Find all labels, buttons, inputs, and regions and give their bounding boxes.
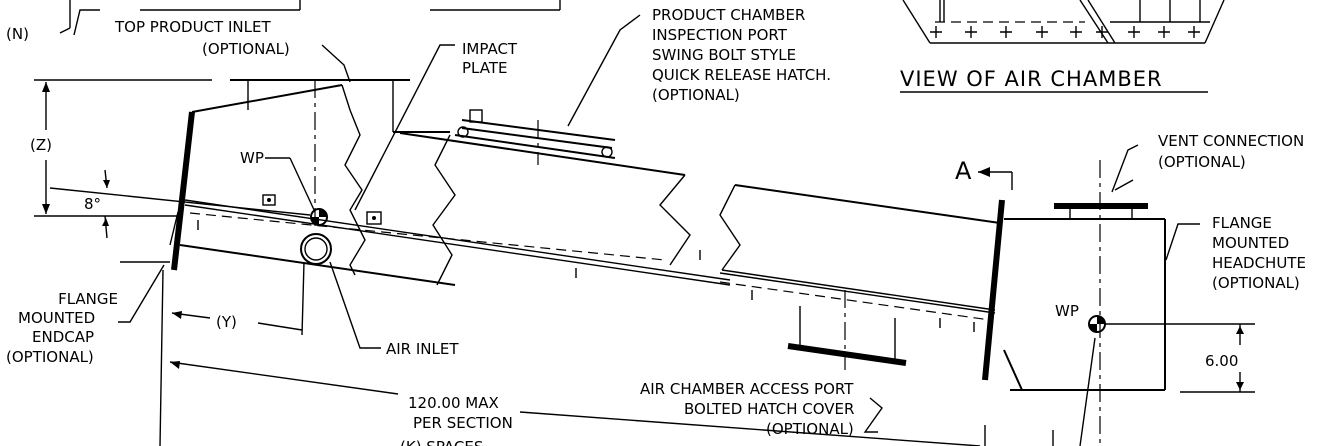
vent-label-2: (OPTIONAL): [1158, 153, 1246, 171]
inspection-port-label-5: (OPTIONAL): [652, 86, 740, 104]
vent-label-1: VENT CONNECTION: [1158, 132, 1304, 150]
top-inlet: [230, 79, 410, 230]
inspection-port-label-1: PRODUCT CHAMBER: [652, 6, 805, 24]
wp-left: WP: [240, 149, 332, 265]
endcap-label-1: FLANGE: [58, 290, 118, 308]
six-label: 6.00: [1205, 352, 1238, 370]
inspection-port-label-4: QUICK RELEASE HATCH.: [652, 66, 831, 84]
top-partial-frame: [59, 0, 561, 34]
wp-right-label: WP: [1055, 302, 1079, 320]
tick-marks: [197, 220, 975, 332]
y-dimension: (Y): [159, 261, 305, 446]
max-section-label-1: 120.00 MAX: [408, 394, 499, 412]
bolt-marks: [930, 26, 1200, 38]
inspection-hatch: [454, 109, 616, 165]
headchute-label-4: (OPTIONAL): [1212, 274, 1300, 292]
access-port-label-1: AIR CHAMBER ACCESS PORT: [640, 380, 854, 398]
conveyor-section-left: [179, 84, 731, 286]
endcap-label-3: ENDCAP: [32, 328, 94, 346]
air-chamber-view: VIEW OF AIR CHAMBER: [900, 0, 1225, 93]
inspection-port-label-2: INSPECTION PORT: [652, 26, 788, 44]
max-section-label-2: PER SECTION: [413, 414, 513, 432]
leaders: [73, 9, 1200, 433]
impact-plate-label-2: PLATE: [462, 59, 507, 77]
impact-plate-label-1: IMPACT: [462, 40, 518, 58]
n-label: (N): [6, 25, 29, 43]
top-inlet-label-1: TOP PRODUCT INLET: [114, 18, 271, 36]
section-a-label: A: [955, 157, 972, 185]
wp-left-label: WP: [240, 149, 264, 167]
endcap-label-2: MOUNTED: [18, 309, 95, 327]
conveyor-section-right: [719, 184, 1005, 381]
headchute-label-2: MOUNTED: [1212, 234, 1289, 252]
headchute: [1003, 160, 1166, 446]
inspection-port-label-3: SWING BOLT STYLE: [652, 46, 796, 64]
air-inlet-label: AIR INLET: [386, 340, 459, 358]
view-title: VIEW OF AIR CHAMBER: [900, 67, 1163, 91]
headchute-label-3: HEADCHUTE: [1212, 254, 1306, 272]
k-spaces-label: (K) SPACES: [400, 438, 483, 446]
z-label: (Z): [30, 136, 52, 154]
headchute-label-1: FLANGE: [1212, 214, 1272, 232]
wp-right: [1079, 315, 1255, 446]
access-port-label-2: BOLTED HATCH COVER: [684, 400, 854, 418]
impact-plate-brackets: [262, 194, 382, 225]
left-end-flange: [169, 111, 195, 271]
top-inlet-label-2: (OPTIONAL): [202, 40, 290, 58]
max-dimension: [169, 361, 981, 446]
section-a-marker: [978, 167, 1054, 446]
angle-label: 8°: [84, 195, 101, 213]
endcap-label-4: (OPTIONAL): [6, 348, 94, 366]
access-port-cover: [787, 290, 907, 370]
access-port-label-3: (OPTIONAL): [766, 420, 854, 438]
z-dimension: (Z): [30, 79, 212, 217]
y-label: (Y): [216, 313, 237, 331]
